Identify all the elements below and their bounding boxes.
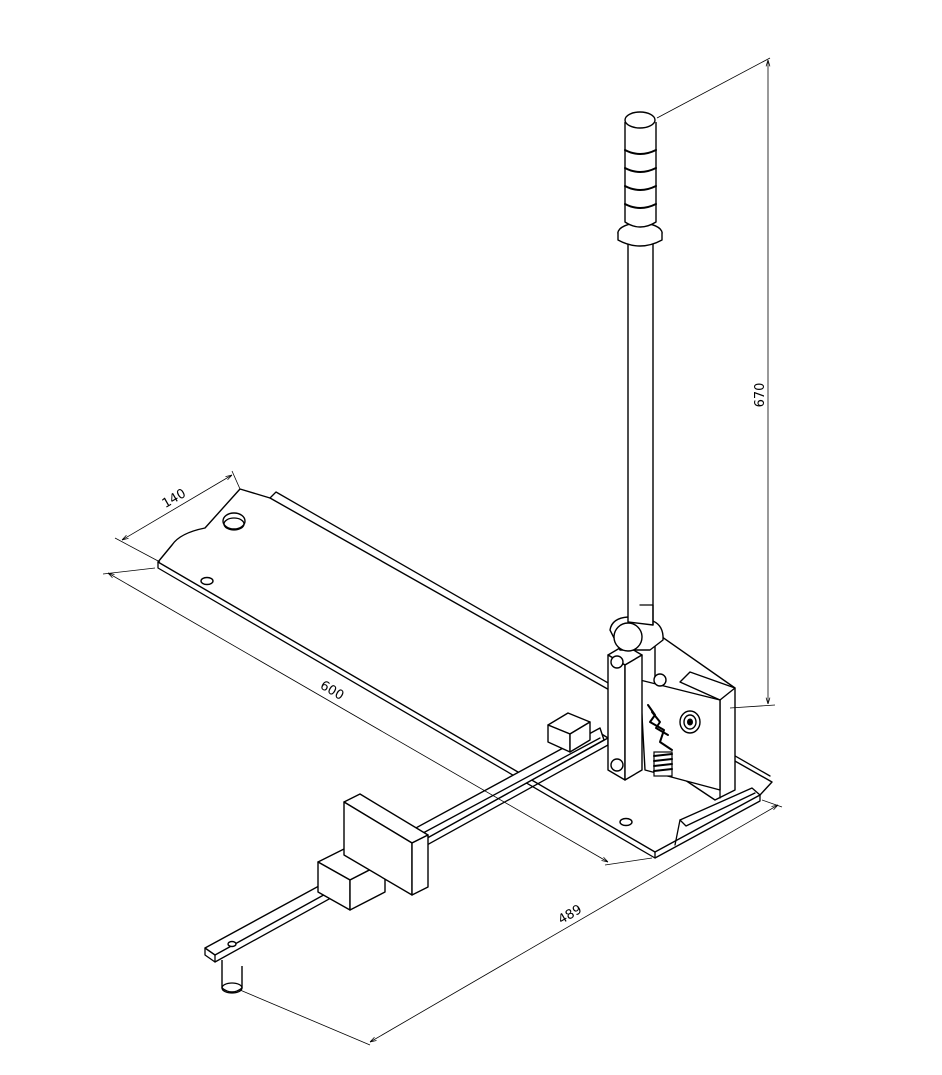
dim-label-height: 670 bbox=[753, 383, 768, 408]
dimension-670: 670 bbox=[656, 57, 776, 709]
spring bbox=[653, 751, 673, 777]
dimension-489: 489 bbox=[239, 799, 783, 1046]
handle-grip bbox=[624, 111, 657, 228]
pivot-hub bbox=[613, 622, 643, 652]
dim-label-base-length: 600 bbox=[317, 678, 346, 703]
screw-hole bbox=[619, 817, 633, 827]
screw-hole bbox=[200, 576, 214, 586]
cutting-head bbox=[607, 616, 736, 801]
mounting-hole bbox=[222, 512, 246, 530]
dim-label-overall-width: 489 bbox=[556, 902, 585, 927]
lever-handle bbox=[617, 111, 663, 626]
dim-label-base-width: 140 bbox=[160, 486, 189, 511]
